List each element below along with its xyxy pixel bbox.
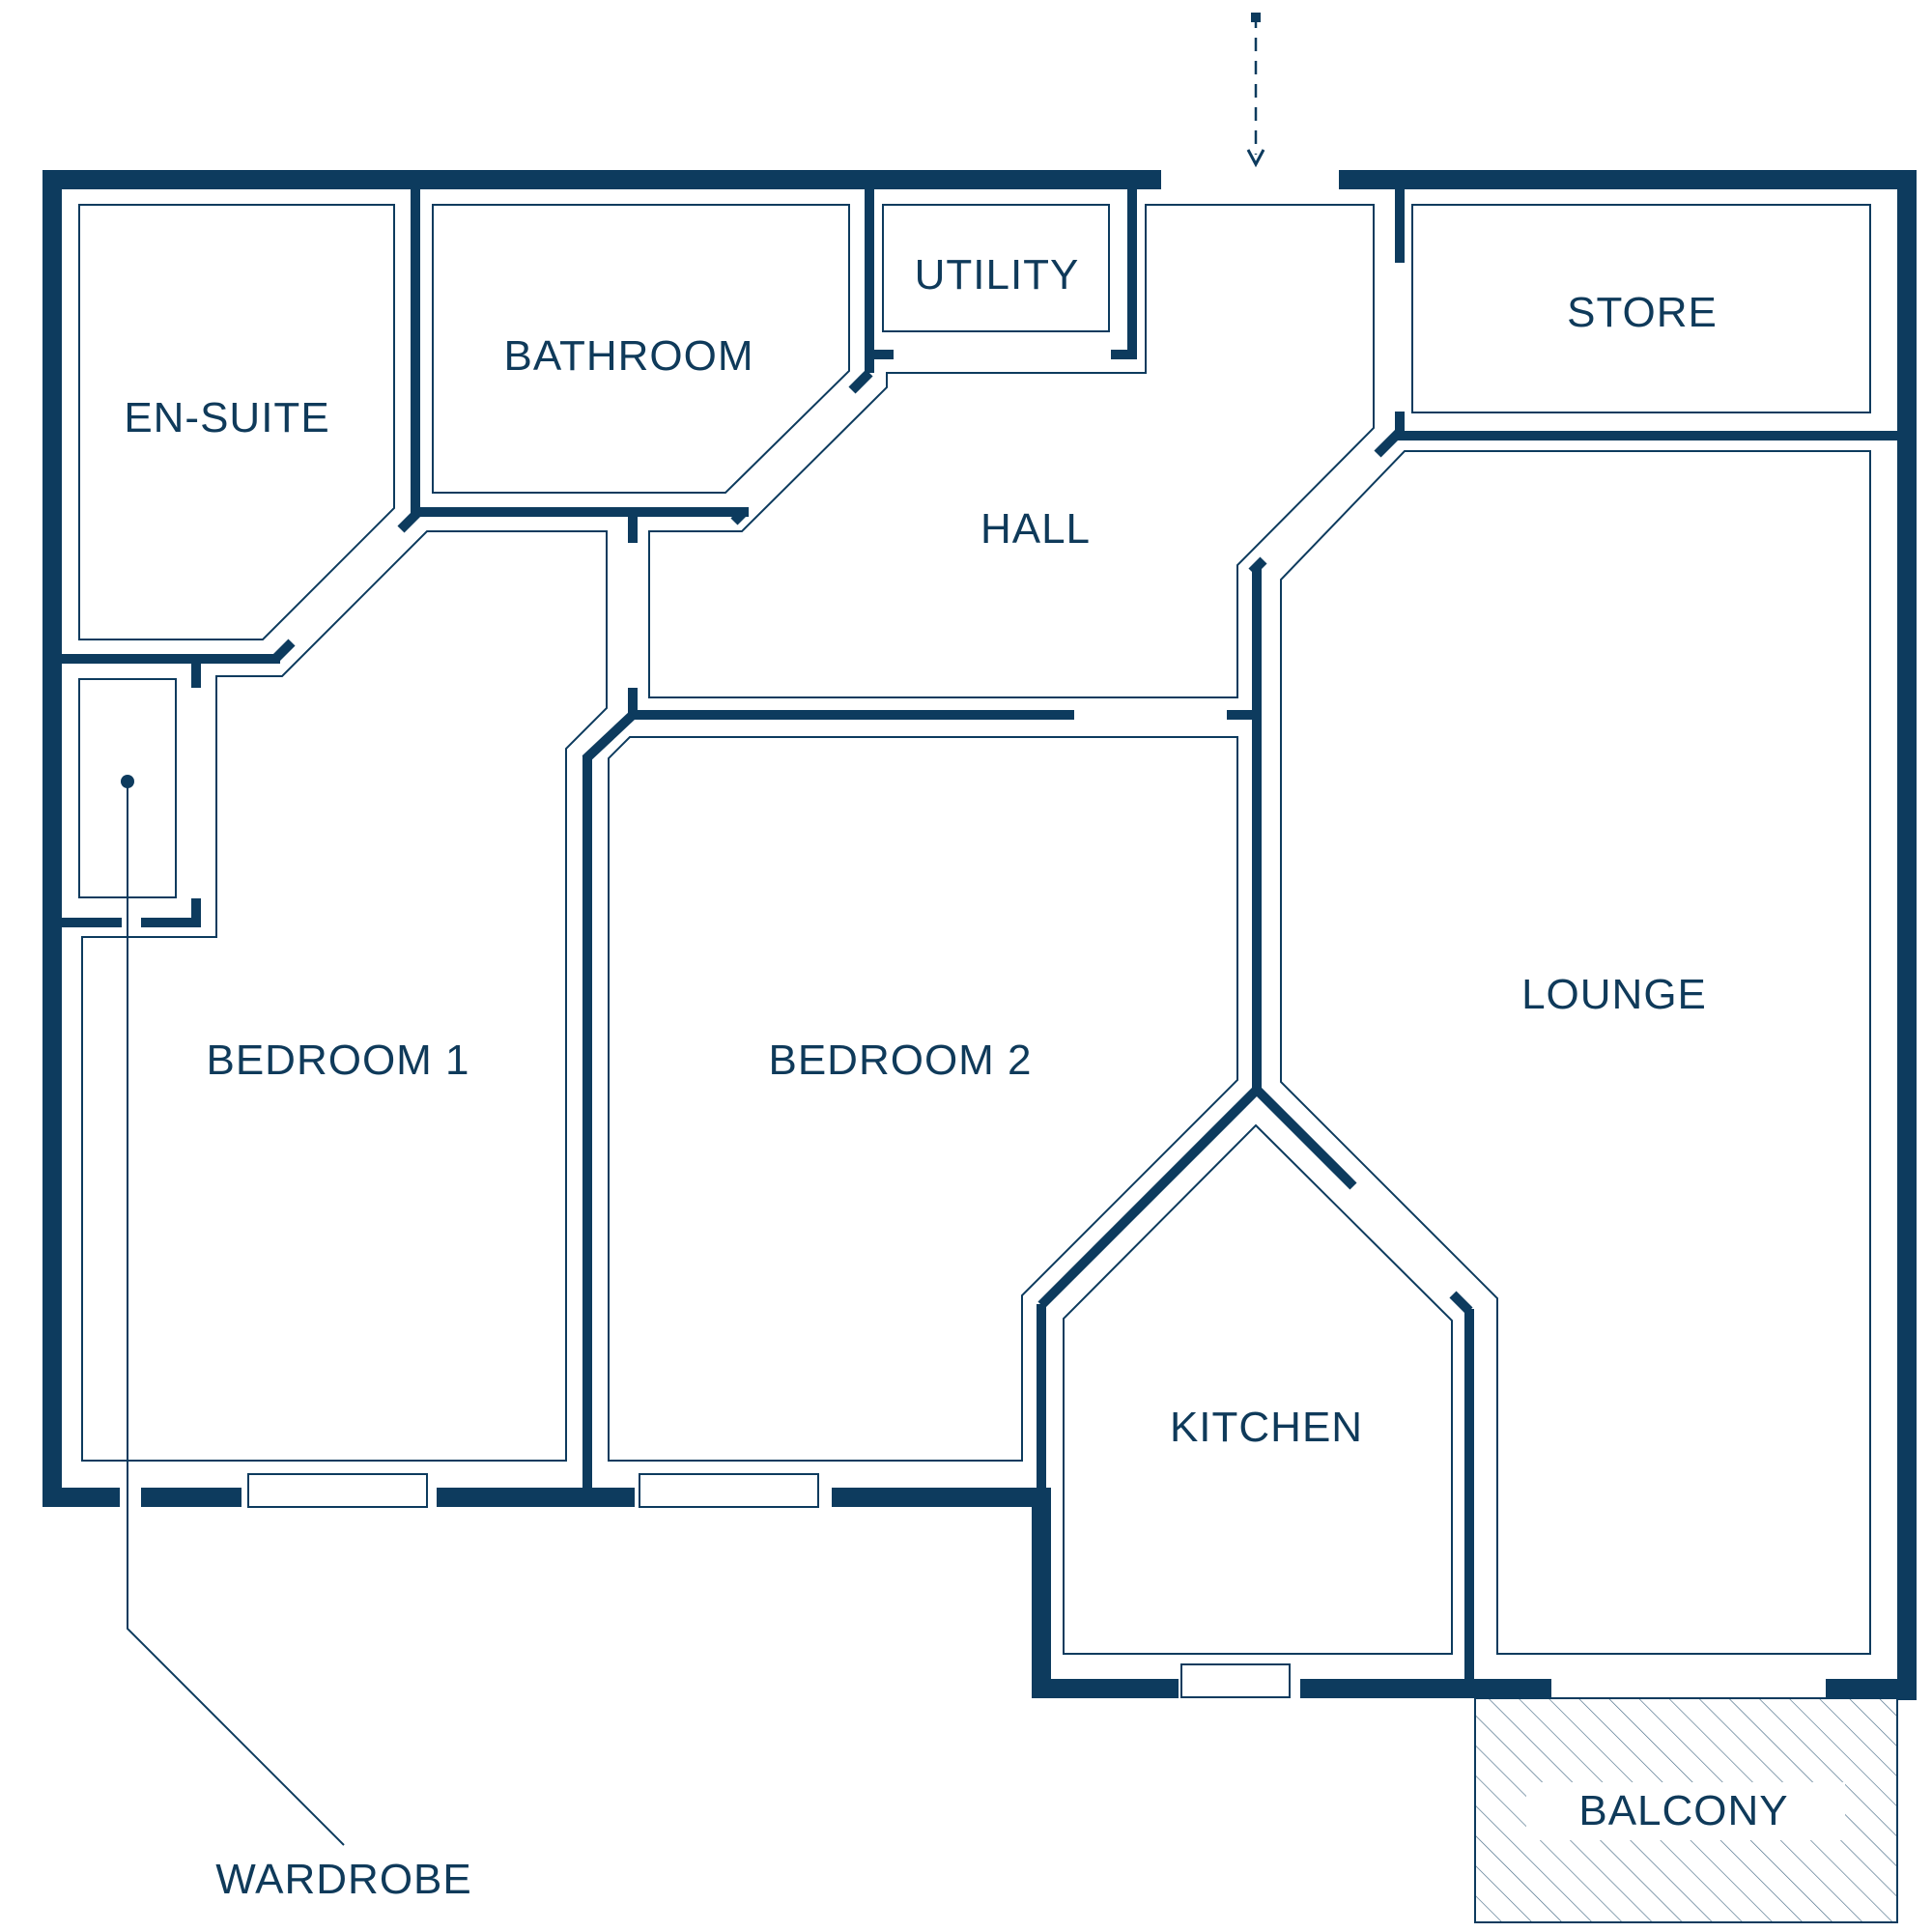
label-hall: HALL xyxy=(980,505,1091,553)
entrance-arrow-icon xyxy=(1246,13,1265,168)
label-kitchen: KITCHEN xyxy=(1170,1404,1363,1451)
label-en-suite: EN-SUITE xyxy=(124,394,329,441)
label-lounge: LOUNGE xyxy=(1521,971,1707,1018)
label-balcony: BALCONY xyxy=(1578,1787,1788,1834)
label-bedroom-1: BEDROOM 1 xyxy=(206,1037,469,1084)
label-bedroom-2: BEDROOM 2 xyxy=(768,1037,1032,1084)
outer-walls xyxy=(43,170,1917,1700)
label-wardrobe: WARDROBE xyxy=(215,1856,472,1903)
windows xyxy=(247,1473,1291,1698)
label-store: STORE xyxy=(1567,289,1718,336)
label-utility: UTILITY xyxy=(915,251,1080,298)
wardrobe-leader-line xyxy=(121,775,345,1846)
room-outlines xyxy=(78,204,1871,1655)
interior-walls xyxy=(52,180,1907,1690)
label-bathroom: BATHROOM xyxy=(504,332,754,380)
balcony-area xyxy=(1474,1697,1898,1923)
